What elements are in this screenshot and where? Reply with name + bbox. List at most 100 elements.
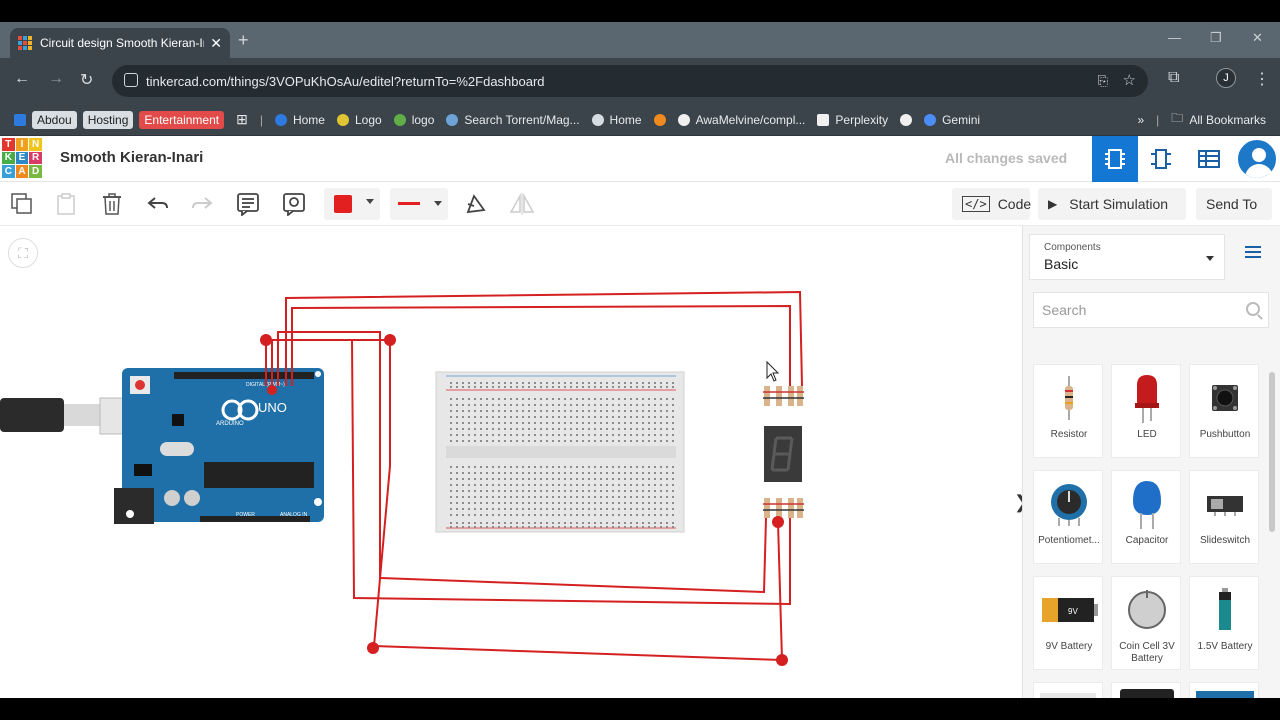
- circuit-canvas[interactable]: ⛶: [0, 226, 1029, 698]
- bookmark-search-torrent[interactable]: Search Torrent/Mag...: [446, 113, 580, 127]
- url-field[interactable]: tinkercad.com/things/3VOPuKhOsAu/editel?…: [112, 65, 1148, 97]
- arduino-uno-board[interactable]: [114, 368, 324, 524]
- breadboard-hole: [552, 382, 554, 384]
- minimize-icon[interactable]: —: [1168, 30, 1181, 45]
- breadboard-hole: [534, 422, 536, 424]
- bookmark-home-2[interactable]: Home: [591, 113, 642, 127]
- paste-button[interactable]: [52, 190, 80, 218]
- breadboard-hole: [558, 502, 560, 504]
- breadboard-hole: [462, 466, 464, 468]
- wire-type-picker[interactable]: [390, 188, 448, 220]
- bookmark-logo-1[interactable]: Logo: [336, 113, 382, 127]
- rotate-button[interactable]: [462, 190, 490, 218]
- wire-junctions[interactable]: [260, 334, 788, 666]
- breadboard-hole: [606, 478, 608, 480]
- breadboard-hole: [468, 466, 470, 468]
- component-potentiometer[interactable]: Potentiomet...: [1033, 470, 1103, 564]
- bookmark-github[interactable]: AwaMelvine/compl...: [677, 113, 805, 127]
- breadboard-hole: [588, 478, 590, 480]
- breadboard-hole: [588, 514, 590, 516]
- components-dropdown[interactable]: Components Basic: [1029, 234, 1225, 280]
- component-breadboard-partial[interactable]: [1033, 682, 1103, 698]
- component-slideswitch[interactable]: Slideswitch: [1189, 470, 1259, 564]
- breadboard-hole: [504, 484, 506, 486]
- breadboard-hole: [594, 484, 596, 486]
- component-9v-battery[interactable]: 9V 9V Battery: [1033, 576, 1103, 670]
- panel-scrollbar[interactable]: [1269, 372, 1275, 532]
- toggle-notes-button[interactable]: [280, 190, 308, 218]
- breadboard-hole: [600, 404, 602, 406]
- close-tab-icon[interactable]: ✕: [210, 34, 222, 51]
- breadboard-hole: [642, 466, 644, 468]
- zoom-to-fit-icon[interactable]: ⛶: [8, 238, 38, 268]
- bookmark-flame-icon[interactable]: [653, 113, 666, 126]
- flip-button[interactable]: [508, 190, 536, 218]
- user-avatar[interactable]: [1236, 138, 1278, 180]
- project-name[interactable]: Smooth Kieran-Inari: [60, 149, 204, 166]
- start-simulation-button[interactable]: ▶ Start Simulation: [1038, 188, 1186, 220]
- send-to-button[interactable]: Send To: [1196, 188, 1272, 220]
- resistor-array-top[interactable]: [763, 386, 804, 406]
- component-arduino-partial[interactable]: [1189, 682, 1259, 698]
- schematic-view-button[interactable]: [1138, 136, 1184, 182]
- breadboard-hole: [450, 490, 452, 492]
- redo-button[interactable]: [188, 190, 216, 218]
- profile-avatar[interactable]: J: [1216, 68, 1236, 88]
- bookmark-openai-icon[interactable]: [900, 113, 913, 126]
- more-bookmarks-icon[interactable]: »: [1137, 112, 1145, 127]
- bookmark-abdou[interactable]: Abdou: [32, 110, 77, 129]
- component-pushbutton[interactable]: Pushbutton: [1189, 364, 1259, 458]
- window-close-icon[interactable]: ✕: [1252, 30, 1263, 45]
- bookmark-perplexity[interactable]: Perplexity: [817, 113, 888, 127]
- back-icon[interactable]: ←: [14, 70, 30, 87]
- breadboard[interactable]: [435, 371, 685, 533]
- resistor-array-bottom[interactable]: [763, 498, 804, 518]
- wire-color-picker[interactable]: [324, 188, 380, 220]
- component-search-input[interactable]: Search: [1033, 292, 1269, 328]
- apps-grid-icon[interactable]: ⊞: [236, 111, 248, 127]
- component-coin-cell[interactable]: Coin Cell 3V Battery: [1111, 576, 1181, 670]
- component-resistor[interactable]: Resistor: [1033, 364, 1103, 458]
- bookmark-app-icon[interactable]: [14, 113, 26, 126]
- undo-button[interactable]: [144, 190, 172, 218]
- bookmark-gemini[interactable]: Gemini: [924, 113, 980, 127]
- breadboard-hole: [564, 386, 566, 388]
- breadboard-hole: [546, 428, 548, 430]
- breadboard-hole: [504, 490, 506, 492]
- component-label: Slideswitch: [1199, 535, 1251, 546]
- code-button[interactable]: </> Code: [952, 188, 1031, 220]
- bookmark-entertainment[interactable]: Entertainment: [139, 110, 225, 129]
- bookmark-home-1[interactable]: Home: [274, 113, 325, 127]
- seven-segment-display[interactable]: [764, 426, 802, 482]
- bookmark-logo-2[interactable]: logo: [393, 113, 434, 127]
- site-info-icon[interactable]: [124, 73, 138, 87]
- breadboard-hole: [492, 502, 494, 504]
- component-capacitor[interactable]: Capacitor: [1111, 470, 1181, 564]
- breadboard-hole: [666, 434, 668, 436]
- install-app-icon[interactable]: ⎘: [1097, 73, 1108, 88]
- browser-tab[interactable]: Circuit design Smooth Kieran-In ✕: [10, 28, 230, 58]
- component-led[interactable]: LED: [1111, 364, 1181, 458]
- forward-icon[interactable]: →: [48, 70, 64, 87]
- notes-button[interactable]: [234, 190, 262, 218]
- browser-menu-icon[interactable]: ⋮: [1254, 71, 1270, 88]
- breadboard-hole: [600, 440, 602, 442]
- component-list-button[interactable]: [1186, 136, 1232, 182]
- component-aa-battery[interactable]: 1.5V Battery: [1189, 576, 1259, 670]
- copy-button[interactable]: [8, 190, 36, 218]
- breadboard-hole: [504, 434, 506, 436]
- component-microbit-partial[interactable]: [1111, 682, 1181, 698]
- all-bookmarks[interactable]: 🗀All Bookmarks: [1171, 109, 1266, 130]
- bookmark-hosting[interactable]: Hosting: [82, 110, 134, 129]
- circuit-view-button[interactable]: [1092, 136, 1138, 182]
- reload-icon[interactable]: ↻: [80, 72, 94, 89]
- restore-icon[interactable]: ❐: [1210, 30, 1222, 45]
- delete-button[interactable]: [98, 190, 126, 218]
- extensions-icon[interactable]: ⧉: [1168, 69, 1180, 86]
- breadboard-hole: [468, 526, 470, 528]
- list-view-icon[interactable]: [1245, 246, 1261, 260]
- bookmark-star-icon[interactable]: ☆: [1122, 72, 1136, 89]
- breadboard-hole: [582, 416, 584, 418]
- new-tab-button[interactable]: +: [238, 30, 249, 50]
